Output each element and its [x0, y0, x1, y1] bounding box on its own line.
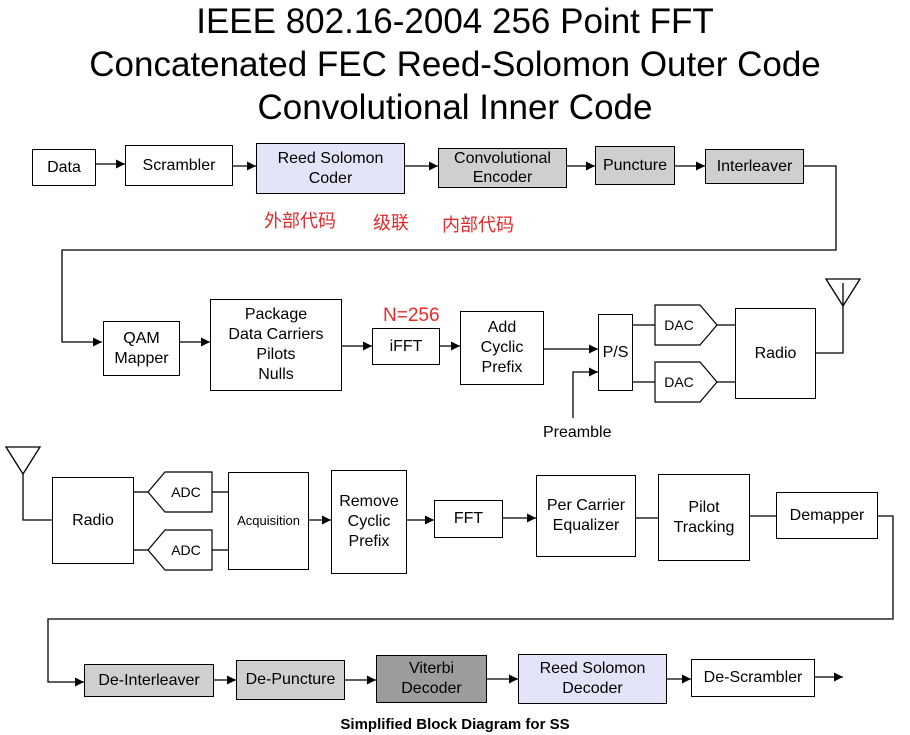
preamble-label: Preamble — [543, 424, 612, 441]
outer-code-label: 外部代码 — [264, 211, 336, 232]
dac-1-shape — [654, 304, 718, 346]
adc-2-shape — [147, 529, 213, 571]
viterbi-decoder-block: Viterbi Decoder — [376, 655, 487, 703]
rx-radio-block: Radio — [52, 477, 134, 564]
line-antenna-radio — [22, 474, 52, 521]
qam-mapper-block: QAM Mapper — [103, 321, 180, 376]
title-line-2: Concatenated FEC Reed-Solomon Outer Code — [89, 45, 821, 84]
ifft-block: iFFT — [372, 328, 440, 365]
title-line-1: IEEE 802.16-2004 256 Point FFT — [196, 2, 714, 41]
remove-cyclic-prefix-block: Remove Cyclic Prefix — [331, 470, 407, 574]
fft-block: FFT — [434, 500, 503, 538]
tx-radio-block: Radio — [735, 308, 816, 399]
n-256-label: N=256 — [383, 305, 440, 326]
per-carrier-equalizer-block: Per Carrier Equalizer — [536, 475, 636, 557]
de-scrambler-block: De-Scrambler — [691, 659, 815, 697]
de-puncture-block: De-Puncture — [236, 660, 345, 700]
scrambler-block: Scrambler — [125, 145, 233, 186]
adc-2: ADC — [171, 542, 201, 558]
pilot-tracking-block: Pilot Tracking — [658, 474, 750, 561]
inner-code-label: 内部代码 — [442, 215, 514, 236]
interleaver-block: Interleaver — [705, 149, 804, 184]
diagram-caption: Simplified Block Diagram for SS — [340, 716, 570, 733]
arrow-demapper-deinterleaver — [47, 515, 894, 687]
ps-block: P/S — [598, 314, 633, 391]
de-interleaver-block: De-Interleaver — [84, 664, 214, 697]
arrow-preamble-ps — [572, 367, 598, 418]
concatenation-label: 级联 — [373, 213, 409, 234]
dac-2: DAC — [664, 374, 694, 390]
dac-2-shape — [654, 361, 718, 403]
dac-1: DAC — [664, 317, 694, 333]
arrow-interleaver-qam — [61, 165, 837, 347]
acquisition-block: Acquisition — [228, 472, 309, 570]
data-block: Data — [32, 149, 96, 186]
tx-antenna-icon — [824, 278, 862, 308]
reed-solomon-coder-block: Reed Solomon Coder — [256, 143, 405, 194]
title-line-3: Convolutional Inner Code — [257, 88, 653, 127]
package-block: Package Data Carriers Pilots Nulls — [210, 299, 342, 391]
convolutional-encoder-block: Convolutional Encoder — [438, 148, 567, 188]
rx-antenna-icon — [4, 446, 42, 476]
reed-solomon-decoder-block: Reed Solomon Decoder — [518, 654, 667, 704]
add-cyclic-prefix-block: Add Cyclic Prefix — [460, 311, 544, 385]
adc-1: ADC — [171, 484, 201, 500]
puncture-block: Puncture — [595, 146, 675, 185]
demapper-block: Demapper — [776, 492, 878, 539]
adc-1-shape — [147, 471, 213, 513]
